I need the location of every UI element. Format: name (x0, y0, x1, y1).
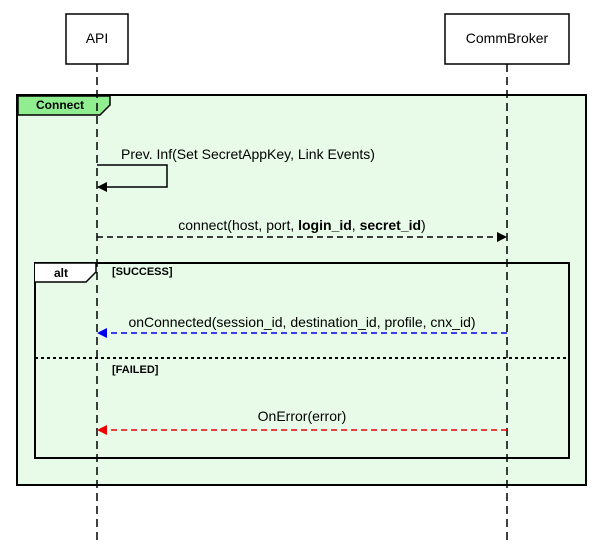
participant-api-label: API (86, 30, 109, 46)
participant-commbroker-label: CommBroker (466, 30, 549, 46)
connect-frame (16, 94, 587, 486)
alt-frame-tab (35, 262, 97, 283)
on-connected-label: onConnected(session_id, destination_id, … (128, 314, 475, 330)
on-error-label: OnError(error) (258, 408, 347, 424)
connect-label: connect(host, port, login_id, secret_id) (178, 217, 425, 233)
alt-frame-label: alt (54, 266, 68, 280)
alt-failed-guard: [FAILED] (112, 364, 159, 376)
self-call-arrow (97, 164, 168, 192)
participant-commbroker[interactable]: CommBroker (444, 13, 570, 65)
alt-frame (34, 262, 570, 459)
self-call-label: Prev. Inf(Set SecretAppKey, Link Events) (121, 146, 375, 162)
connect-frame-label: Connect (36, 98, 84, 112)
connect-frame-tab (17, 95, 111, 116)
participant-api[interactable]: API (65, 13, 129, 65)
alt-success-guard: [SUCCESS] (112, 266, 173, 278)
